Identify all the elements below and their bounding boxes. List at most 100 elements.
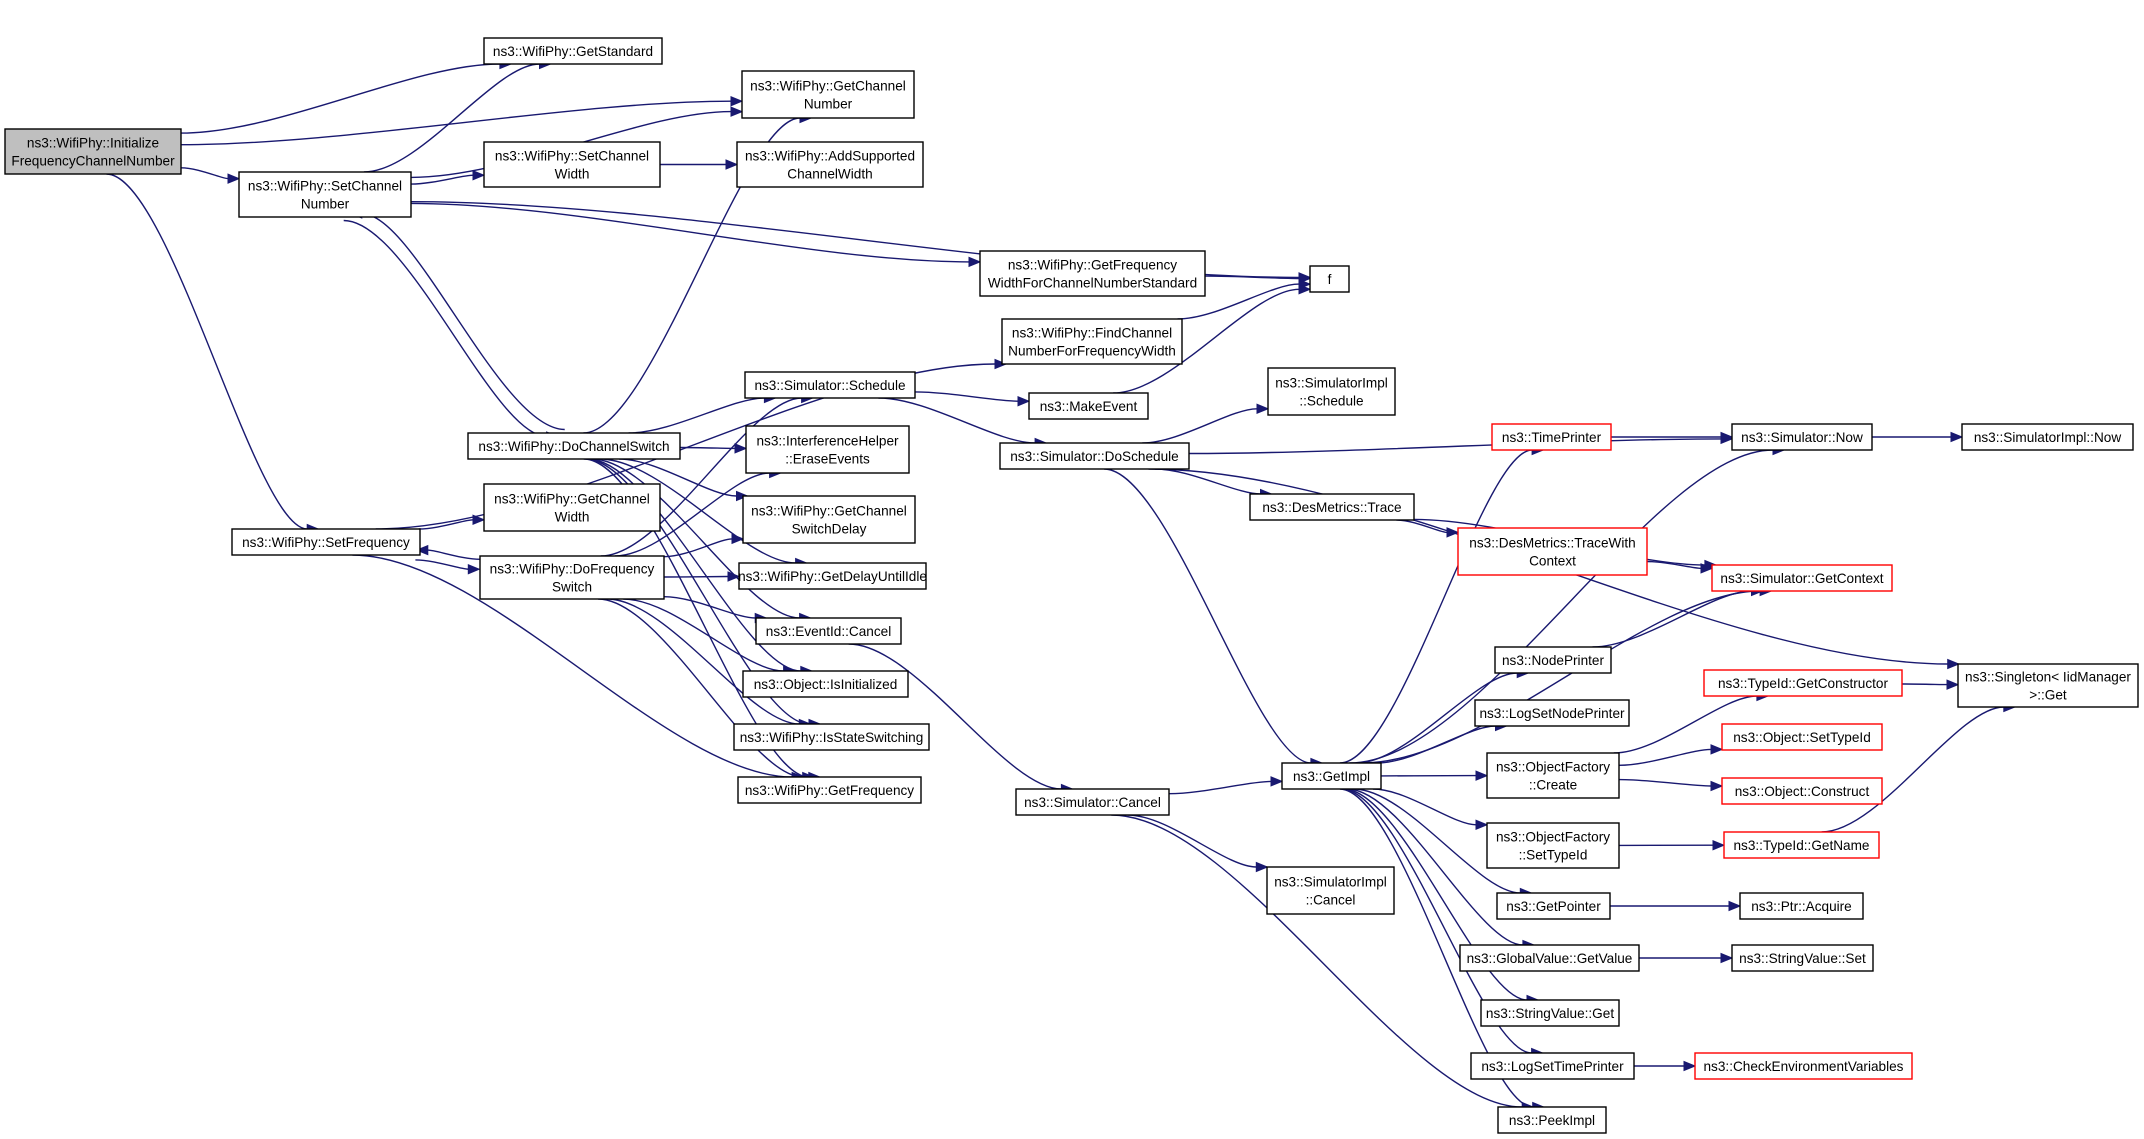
node-doChannelSwitch[interactable]: ns3::WifiPhy::DoChannelSwitch [467, 432, 681, 460]
node-logSetTimePrinter[interactable]: ns3::LogSetTimePrinter [1470, 1052, 1635, 1080]
node-eraseEvents[interactable]: ns3::InterferenceHelper::EraseEvents [745, 425, 910, 474]
node-simNow[interactable]: ns3::Simulator::Now [1731, 423, 1873, 451]
node-desMetricsTrace[interactable]: ns3::DesMetrics::Trace [1249, 493, 1415, 521]
node-box-timePrinter [1491, 423, 1612, 451]
node-box-getImpl [1281, 762, 1382, 790]
edge-traceWithContext-to-simGetContext [1646, 560, 1702, 570]
node-label-timePrinter-0: ns3::TimePrinter [1502, 430, 1602, 445]
node-label-singletonGet-1: >::Get [2029, 688, 2067, 703]
node-stringValueSet[interactable]: ns3::StringValue::Set [1731, 944, 1874, 972]
node-simCancel[interactable]: ns3::Simulator::Cancel [1015, 788, 1170, 816]
node-getPointer[interactable]: ns3::GetPointer [1496, 892, 1611, 920]
node-simSchedule[interactable]: ns3::Simulator::Schedule [744, 371, 916, 399]
node-checkEnvVars[interactable]: ns3::CheckEnvironmentVariables [1694, 1052, 1913, 1080]
node-box-simGetContext [1711, 564, 1893, 592]
arrowhead-timePrinter-to-simNow [1720, 431, 1734, 443]
arrowhead-setFrequency-to-getChannelWidth [472, 514, 486, 526]
node-box-objConstruct [1721, 777, 1883, 805]
edge-getImpl-to-nodePrinter [1356, 672, 1518, 764]
edge-simCancel-to-simImplCancel [1127, 814, 1257, 868]
node-getImpl[interactable]: ns3::GetImpl [1281, 762, 1382, 790]
node-objConstruct[interactable]: ns3::Object::Construct [1721, 777, 1883, 805]
node-label-simGetContext-0: ns3::Simulator::GetContext [1720, 571, 1883, 586]
node-simImplNow[interactable]: ns3::SimulatorImpl::Now [1961, 423, 2134, 451]
node-getFrequency[interactable]: ns3::WifiPhy::GetFrequency [737, 776, 922, 804]
node-label-getDelayUntilIdle-0: ns3::WifiPhy::GetDelayUntilIdle [738, 569, 927, 584]
node-label-ptrAcquire-0: ns3::Ptr::Acquire [1751, 899, 1852, 914]
node-box-logSetTimePrinter [1470, 1052, 1635, 1080]
node-stringValueGet[interactable]: ns3::StringValue::Get [1480, 999, 1620, 1027]
node-singletonGet[interactable]: ns3::Singleton< IidManager >::Get [1957, 663, 2139, 708]
edge-setFrequency-to-getChannelWidth [418, 519, 474, 530]
node-label-simNow-0: ns3::Simulator::Now [1741, 430, 1863, 445]
node-label-peekImpl-0: ns3::PeekImpl [1509, 1113, 1595, 1128]
node-timePrinter[interactable]: ns3::TimePrinter [1491, 423, 1612, 451]
node-label-simImplCancel-0: ns3::SimulatorImpl [1274, 875, 1387, 890]
arrowhead-doChannelSwitch-to-eraseEvents [734, 443, 748, 454]
edge-getImpl-to-globalValueGetValue [1347, 788, 1523, 946]
node-label-objFactoryCreate-1: ::Create [1529, 778, 1577, 793]
node-globalValueGetValue[interactable]: ns3::GlobalValue::GetValue [1459, 944, 1640, 972]
node-setFrequency[interactable]: ns3::WifiPhy::SetFrequency [231, 528, 421, 556]
node-eventIdCancel[interactable]: ns3::EventId::Cancel [755, 617, 902, 645]
node-objFactoryCreate[interactable]: ns3::ObjectFactory::Create [1486, 752, 1620, 799]
node-box-getChannelSwitchDelay [742, 495, 916, 544]
arrowhead-root-to-setChannelNumber [227, 173, 241, 184]
node-findChannel[interactable]: ns3::WifiPhy::FindChannelNumberForFreque… [1001, 318, 1183, 365]
edge-setFrequency-to-doFrequencySwitch [415, 559, 469, 570]
node-label-getChannelNumber-1: Number [804, 97, 853, 112]
node-objFactorySetTypeId[interactable]: ns3::ObjectFactory::SetTypeId [1486, 822, 1620, 869]
node-label-getChannelNumber-0: ns3::WifiPhy::GetChannel [750, 79, 906, 94]
node-box-setChannelWidth [483, 141, 661, 188]
node-ptrAcquire[interactable]: ns3::Ptr::Acquire [1739, 892, 1864, 920]
node-label-setChannelWidth-1: Width [555, 167, 590, 182]
node-typeIdGetConstructor[interactable]: ns3::TypeId::GetConstructor [1703, 669, 1903, 697]
node-getFreqWidthStd[interactable]: ns3::WifiPhy::GetFrequencyWidthForChanne… [979, 250, 1206, 297]
edge-getImpl-to-logSetTimePrinter [1341, 788, 1532, 1054]
node-label-objFactorySetTypeId-0: ns3::ObjectFactory [1496, 830, 1610, 845]
edge-doFrequencySwitch-to-getDelayUntilIdle [663, 575, 729, 578]
node-label-getChannelSwitchDelay-1: SwitchDelay [792, 522, 867, 537]
node-box-objFactoryCreate [1486, 752, 1620, 799]
node-logSetNodePrinter[interactable]: ns3::LogSetNodePrinter [1474, 699, 1630, 727]
node-box-getFreqWidthStd [979, 250, 1206, 297]
node-f[interactable]: f [1309, 265, 1350, 293]
node-simGetContext[interactable]: ns3::Simulator::GetContext [1711, 564, 1893, 592]
node-doSchedule[interactable]: ns3::Simulator::DoSchedule [999, 442, 1190, 470]
node-label-getPointer-0: ns3::GetPointer [1506, 899, 1601, 914]
node-label-checkEnvVars-0: ns3::CheckEnvironmentVariables [1704, 1059, 1904, 1074]
node-typeIdGetName[interactable]: ns3::TypeId::GetName [1723, 831, 1880, 859]
arrowhead-setFrequency-to-findChannel [994, 358, 1008, 370]
edge-doChannelSwitch-to-isStateSwitching [585, 458, 810, 725]
edge-objFactoryCreate-to-typeIdGetConstructor [1613, 695, 1757, 754]
node-root[interactable]: ns3::WifiPhy::InitializeFrequencyChannel… [4, 128, 182, 175]
node-box-isStateSwitching [733, 723, 930, 751]
node-getStandard[interactable]: ns3::WifiPhy::GetStandard [483, 37, 663, 65]
node-label-setChannelWidth-0: ns3::WifiPhy::SetChannel [495, 149, 649, 164]
node-objIsInitialized[interactable]: ns3::Object::IsInitialized [742, 670, 909, 698]
node-label-objFactoryCreate-0: ns3::ObjectFactory [1496, 760, 1610, 775]
edge-doSchedule-to-simImplSchedule [1142, 408, 1258, 444]
node-isStateSwitching[interactable]: ns3::WifiPhy::IsStateSwitching [733, 723, 930, 751]
node-peekImpl[interactable]: ns3::PeekImpl [1497, 1106, 1607, 1134]
node-label-typeIdGetConstructor-0: ns3::TypeId::GetConstructor [1718, 676, 1888, 691]
node-simImplSchedule[interactable]: ns3::SimulatorImpl::Schedule [1267, 367, 1396, 416]
edge-typeIdGetName-to-singletonGet [1821, 706, 2004, 833]
node-nodePrinter[interactable]: ns3::NodePrinter [1494, 646, 1612, 674]
node-label-doChannelSwitch-0: ns3::WifiPhy::DoChannelSwitch [478, 439, 669, 454]
node-makeEvent[interactable]: ns3::MakeEvent [1028, 392, 1149, 420]
node-getDelayUntilIdle[interactable]: ns3::WifiPhy::GetDelayUntilIdle [738, 562, 927, 590]
edge-doFrequencySwitch-to-setFrequency [427, 549, 481, 560]
arrowhead-logSetTimePrinter-to-checkEnvVars [1683, 1060, 1697, 1072]
edge-getFreqWidthStd-to-f [1204, 275, 1300, 280]
node-objSetTypeId[interactable]: ns3::Object::SetTypeId [1721, 723, 1883, 751]
node-simImplCancel[interactable]: ns3::SimulatorImpl::Cancel [1266, 866, 1395, 915]
